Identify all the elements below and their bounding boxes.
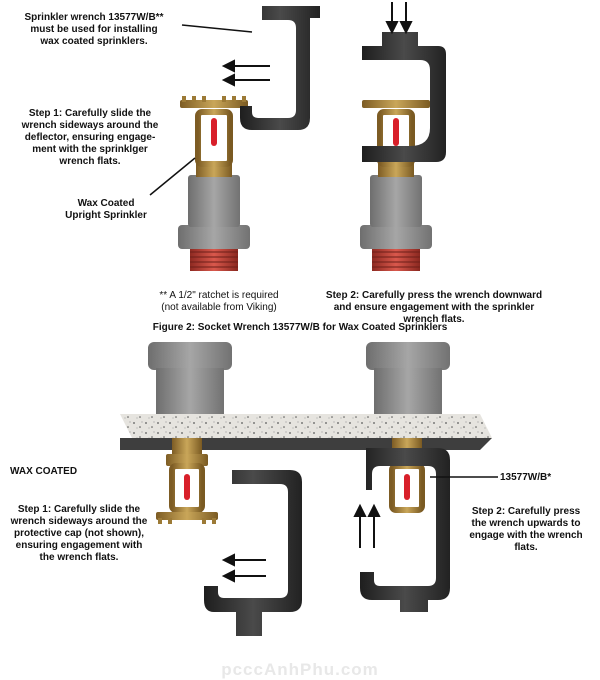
wrench-bottom-right bbox=[360, 448, 450, 612]
top-step2-text: Step 2: Carefully press the wrench downw… bbox=[325, 290, 543, 325]
ratchet-note: ** A 1/2" ratchet is required (not avail… bbox=[159, 290, 279, 313]
top-left-sprinkler-assembly bbox=[178, 96, 250, 271]
glass-bulb bbox=[211, 118, 217, 146]
figure-caption: Figure 2: Socket Wrench 13577W/B for Wax… bbox=[152, 322, 448, 333]
bottom-right-socket bbox=[366, 342, 450, 414]
wrench-part-label: 13577W/B* bbox=[500, 472, 552, 483]
wax-coated-heading: WAX COATED bbox=[10, 466, 78, 477]
ceiling-slab bbox=[120, 414, 492, 438]
sprinkler-frame bbox=[195, 109, 233, 167]
left-arrows-top bbox=[221, 59, 270, 87]
bottom-step2-text: Step 2: Carefully press the wrench upwar… bbox=[469, 506, 583, 553]
top-right-sprinkler-assembly bbox=[360, 100, 432, 271]
pipe-thread-lines bbox=[190, 251, 238, 268]
left-arrows-bottom bbox=[221, 553, 266, 583]
leader-lines-top-left bbox=[149, 24, 253, 196]
up-arrows-bottom bbox=[353, 503, 381, 548]
bottom-left-socket bbox=[148, 342, 232, 414]
deflector bbox=[180, 100, 248, 108]
down-arrows-top bbox=[385, 2, 413, 35]
wrench-top-right bbox=[362, 32, 446, 162]
watermark: pcccAnhPhu.com bbox=[221, 660, 379, 679]
bottom-left-sprinkler bbox=[156, 438, 218, 524]
bottom-step1-text: Step 1: Carefully slide the wrench sidew… bbox=[10, 504, 148, 563]
wrench-top-left bbox=[240, 6, 320, 130]
wrench-requirement-note: Sprinkler wrench 13577W/B** must be used… bbox=[24, 12, 164, 47]
fitting-hex bbox=[188, 175, 240, 227]
fitting-lower bbox=[178, 225, 250, 249]
deflector-tines bbox=[182, 96, 246, 102]
sprinkler-label: Wax Coated Upright Sprinkler bbox=[65, 198, 147, 221]
top-step1-text: Step 1: Carefully slide the wrench sidew… bbox=[21, 108, 159, 167]
wrench-bottom-left bbox=[204, 470, 302, 636]
